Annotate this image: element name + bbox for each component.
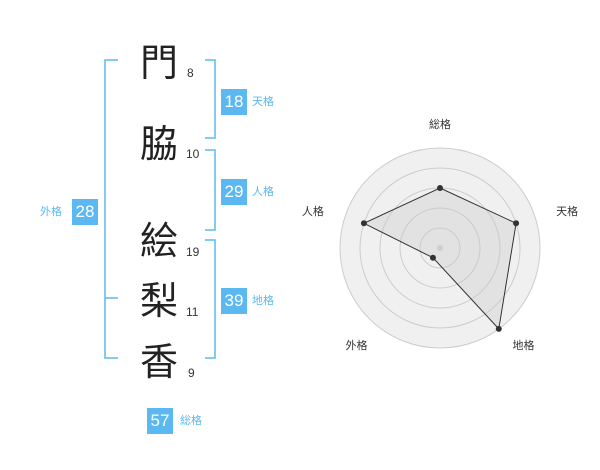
radar-center-dot: [437, 245, 443, 251]
jinkaku-label: 人格: [252, 185, 274, 198]
radar-grid-ring: [399, 207, 481, 289]
radar-axis-label-3: 地格: [513, 338, 535, 352]
name-char-2: 脇: [140, 122, 179, 166]
soukaku-label: 総格: [180, 414, 202, 427]
name-char-4: 梨: [140, 279, 179, 323]
tenkaku-bracket: [205, 59, 216, 139]
radar-axis-label-2: 天格: [556, 204, 578, 218]
name-char-5: 香: [140, 340, 179, 384]
radar-point-2: [513, 220, 520, 227]
stroke-count-1: 8: [187, 66, 194, 80]
stroke-count-4: 11: [186, 305, 199, 319]
radar-axis-label-4: 外格: [345, 338, 367, 352]
radar-series-polygon: [362, 187, 517, 330]
tenkaku-label: 天格: [252, 95, 274, 108]
jinkaku-value: 29: [221, 179, 247, 205]
name-char-1: 門: [140, 41, 179, 85]
radar-grid-ring: [419, 227, 461, 269]
chikaku-bracket: [205, 239, 216, 359]
chikaku-value: 39: [221, 288, 247, 314]
stroke-count-5: 9: [188, 366, 195, 380]
gaikaku-value: 28: [72, 199, 98, 225]
tenkaku-value: 18: [221, 89, 247, 115]
stroke-count-3: 19: [186, 245, 200, 259]
chikaku-label: 地格: [252, 294, 274, 307]
name-char-3: 絵: [140, 219, 179, 263]
stroke-count-2: 10: [186, 147, 200, 161]
radar-axis-label-1: 総格: [429, 117, 451, 131]
radar-grid-ring: [339, 147, 541, 349]
radar-point-3: [495, 325, 502, 332]
soukaku-value: 57: [147, 408, 173, 434]
radar-point-1: [437, 185, 443, 191]
radar-point-4: [429, 254, 436, 261]
gaikaku-label: 外格: [40, 205, 62, 218]
radar-grid-ring: [359, 167, 521, 329]
radar-point-5: [360, 220, 367, 227]
jinkaku-bracket: [205, 149, 216, 231]
gaikaku-bracket: [104, 59, 118, 359]
radar-axis-label-5: 人格: [302, 204, 324, 218]
